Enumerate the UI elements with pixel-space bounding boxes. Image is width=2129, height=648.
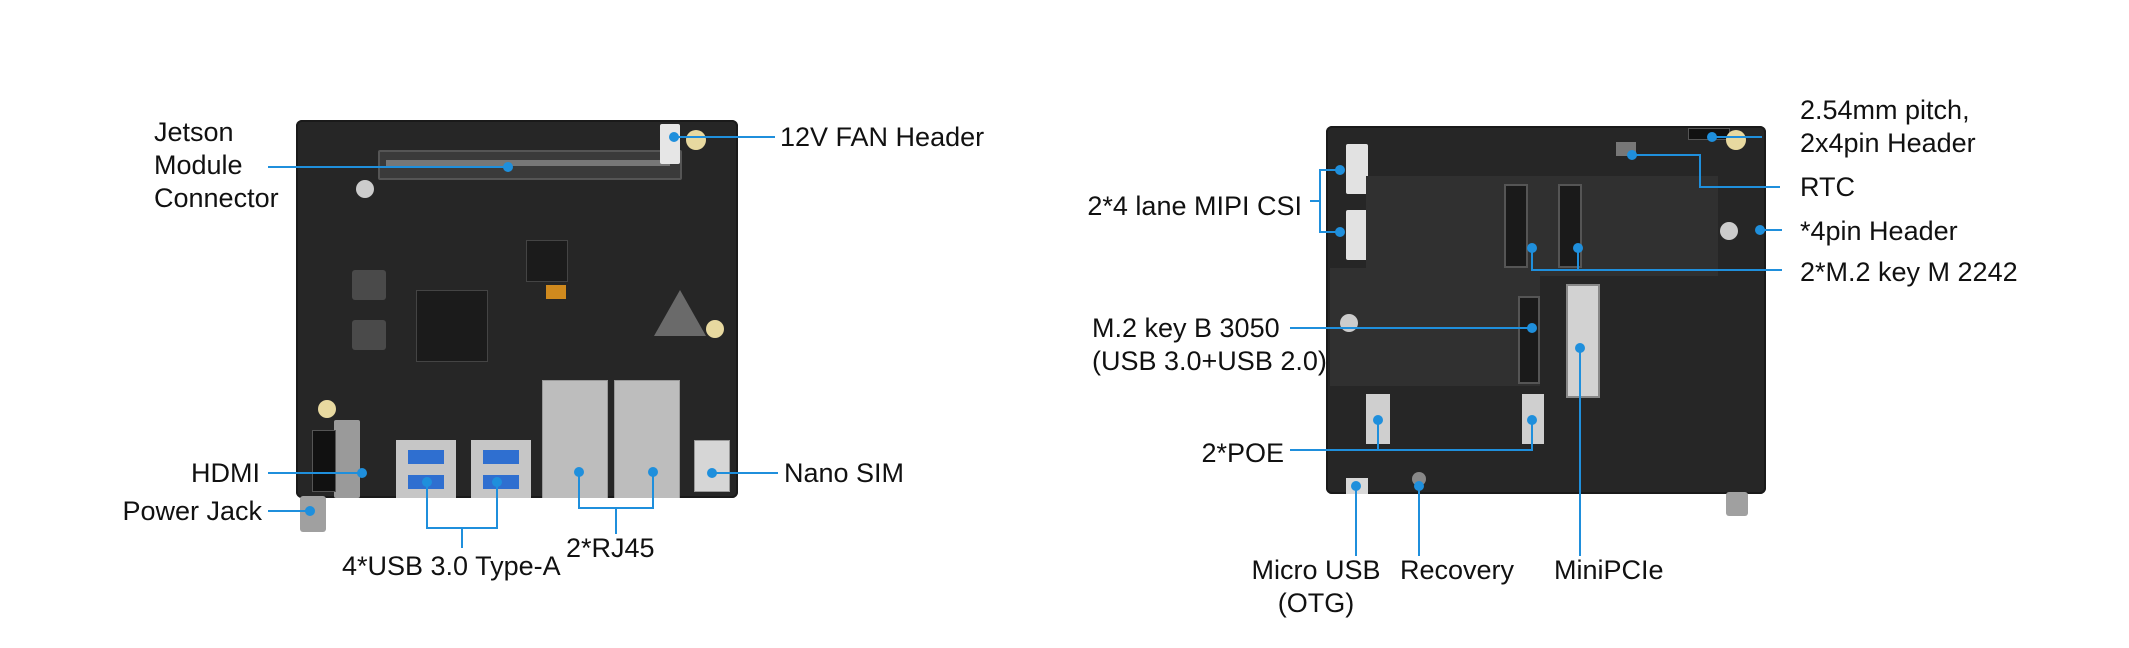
label-micro-usb-line1: Micro USB — [1251, 555, 1381, 585]
label-m2-key-b-line1: M.2 key B 3050 — [1092, 313, 1280, 343]
label-jetson-module-connector: Jetson Module Connector — [154, 116, 279, 215]
usb-stack-1 — [396, 440, 456, 498]
usb-stack-2 — [471, 440, 531, 498]
label-pin-header-line1: 2.54mm pitch, — [1800, 95, 1970, 125]
label-micro-usb: Micro USB (OTG) — [1236, 554, 1396, 620]
label-mipi-csi: 2*4 lane MIPI CSI — [1087, 191, 1302, 221]
rj45-port-2 — [614, 380, 680, 498]
mount-hole — [706, 320, 724, 338]
label-m2-key-b-line2: (USB 3.0+USB 2.0) — [1092, 346, 1327, 376]
mount-hole — [318, 400, 336, 418]
m2-key-b-slot — [1518, 296, 1540, 384]
inductor — [352, 270, 386, 300]
usb-port-blue — [408, 475, 444, 489]
back-board — [1326, 126, 1766, 494]
label-nano-sim: Nano SIM — [784, 458, 905, 488]
board-panel-upper — [1366, 176, 1718, 276]
poe-connector-2 — [1522, 394, 1544, 444]
chip — [526, 240, 568, 282]
label-jetson-line2: Module — [154, 150, 243, 180]
minipcie-slot — [1566, 284, 1600, 398]
label-jetson-line3: Connector — [154, 183, 279, 213]
label-power-jack: Power Jack — [122, 496, 262, 526]
label-m2-key-b: M.2 key B 3050 (USB 3.0+USB 2.0) — [1092, 312, 1327, 378]
label-fan-header: 12V FAN Header — [780, 122, 985, 152]
usb-port-blue — [408, 450, 444, 464]
fan-header-connector — [660, 124, 680, 164]
hdmi-port — [334, 420, 360, 498]
label-minipcie: MiniPCIe — [1554, 555, 1664, 585]
back-standoff — [1726, 492, 1748, 516]
label-four-pin-header: *4pin Header — [1800, 216, 1958, 246]
inductor — [352, 320, 386, 350]
mount-hole — [1726, 130, 1746, 150]
label-rtc: RTC — [1800, 172, 1856, 202]
m2-key-m-slot-1 — [1504, 184, 1528, 268]
rj45-port-1 — [542, 380, 608, 498]
usb-port-blue — [483, 475, 519, 489]
power-jack-connector — [300, 496, 326, 532]
usb-port-blue — [483, 450, 519, 464]
mipi-csi-connector-2 — [1346, 210, 1368, 260]
front-board — [296, 120, 738, 498]
mipi-csi-connector-1 — [1346, 144, 1368, 194]
micro-usb-port — [1346, 478, 1368, 494]
jetson-connector-bar — [386, 160, 670, 166]
label-pin-header-line2: 2x4pin Header — [1800, 128, 1976, 158]
pin-header — [1688, 128, 1730, 140]
m2-key-m-slot-2 — [1558, 184, 1582, 268]
nano-sim-slot — [694, 440, 730, 492]
board-panel-lower — [1330, 268, 1540, 386]
logo-triangle — [654, 290, 706, 336]
label-m2-key-m: 2*M.2 key M 2242 — [1800, 257, 2018, 287]
label-usb: 4*USB 3.0 Type-A — [342, 551, 561, 581]
capacitor — [546, 285, 566, 299]
label-poe: 2*POE — [1201, 438, 1284, 468]
chip — [416, 290, 488, 362]
recovery-button — [1412, 472, 1426, 486]
mount-hole — [356, 180, 374, 198]
power-jack-body — [312, 430, 336, 492]
label-micro-usb-line2: (OTG) — [1277, 588, 1355, 618]
mount-hole — [1720, 222, 1738, 240]
label-rj45: 2*RJ45 — [566, 533, 655, 563]
label-pin-header: 2.54mm pitch, 2x4pin Header — [1800, 94, 1976, 160]
mount-hole — [1340, 314, 1358, 332]
label-hdmi: HDMI — [191, 458, 260, 488]
label-jetson-line1: Jetson — [154, 117, 234, 147]
poe-connector-1 — [1366, 394, 1390, 444]
mount-hole — [686, 130, 706, 150]
label-recovery: Recovery — [1400, 555, 1515, 585]
rtc-battery — [1616, 142, 1636, 156]
